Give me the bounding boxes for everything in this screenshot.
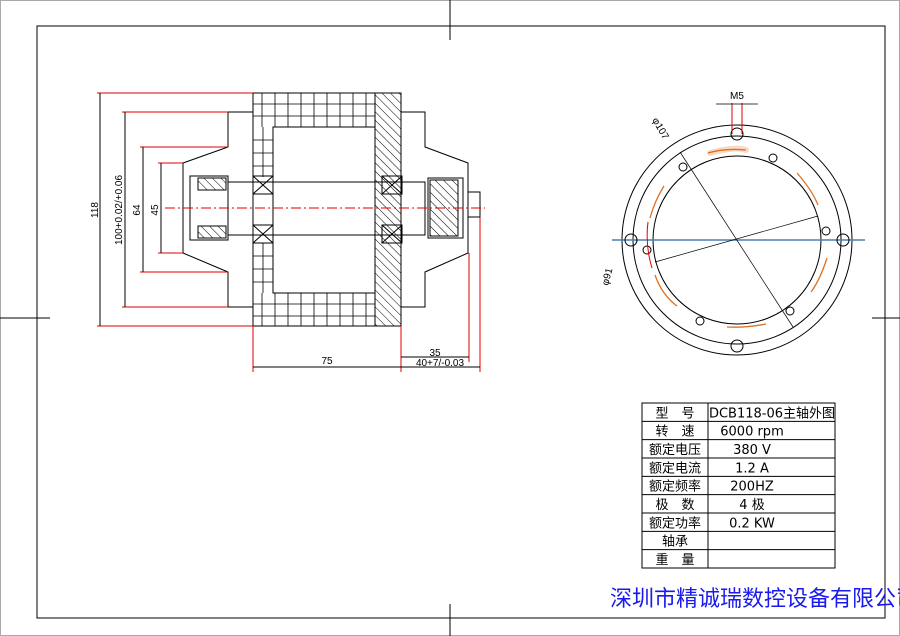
spec-label: 极 数 bbox=[655, 498, 694, 513]
dim-35: 35 bbox=[429, 348, 441, 359]
spec-label: 轴承 bbox=[662, 535, 688, 550]
spec-label: 转 速 bbox=[655, 425, 694, 440]
dimension-lines bbox=[97, 92, 481, 372]
spec-value: 200HZ bbox=[730, 480, 774, 495]
bolt-holes bbox=[624, 127, 850, 353]
spec-label: 额定频率 bbox=[649, 479, 701, 495]
flange-end-view bbox=[612, 103, 865, 356]
spec-label: 额定电压 bbox=[649, 443, 701, 458]
spec-label: 型 号 bbox=[655, 406, 694, 421]
spec-label: 额定功率 bbox=[649, 515, 701, 531]
dim-75: 75 bbox=[321, 356, 333, 367]
spec-value: 0.2 KW bbox=[729, 516, 775, 531]
spec-value: 380 V bbox=[733, 443, 771, 458]
dim-118: 118 bbox=[90, 202, 101, 218]
dim-m5: M5 bbox=[730, 91, 744, 102]
dim-40: 40+7/-0.03 bbox=[416, 358, 465, 369]
dim-45: 45 bbox=[150, 204, 161, 216]
dim-100: 100+0.02/+0.06 bbox=[114, 175, 125, 246]
spec-label: 额定电流 bbox=[649, 461, 701, 476]
dim-phi107: φ107 bbox=[649, 116, 670, 142]
company-name: 深圳市精诚瑞数控设备有限公司 bbox=[610, 587, 900, 612]
spindle-section-view bbox=[165, 92, 485, 327]
dim-64: 64 bbox=[132, 204, 143, 216]
spec-value: 1.2 A bbox=[735, 461, 769, 476]
spec-value: 6000 rpm bbox=[720, 425, 783, 440]
spec-value: DCB118-06主轴外图 bbox=[709, 406, 835, 421]
slots bbox=[649, 145, 828, 328]
drawing-frame bbox=[36, 25, 886, 619]
spec-value: 4 极 bbox=[739, 498, 764, 513]
dim-phi91: φ91 bbox=[600, 266, 615, 286]
spec-label: 重 量 bbox=[655, 552, 694, 568]
